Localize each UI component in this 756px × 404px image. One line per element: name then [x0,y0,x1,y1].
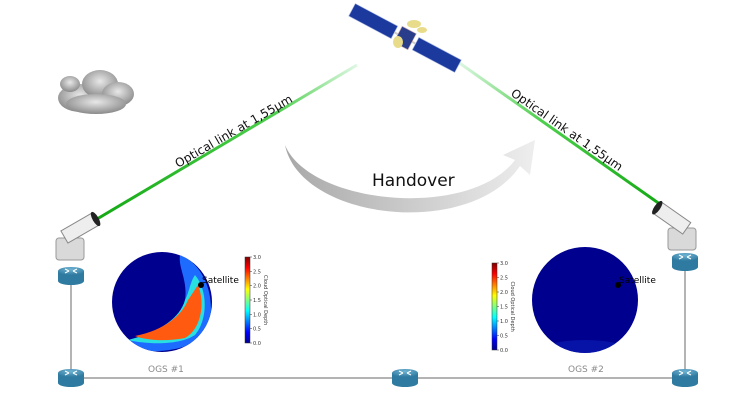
network-links [70,270,686,379]
router-icon [392,369,418,387]
colorbar-tick-label: 2.0 [500,290,508,296]
handover-label: Handover [372,171,455,191]
satellite-marker-label: Satellite [619,276,656,286]
colorbar-tick-label: 0.5 [500,334,508,340]
telescope-icon-right [652,200,697,251]
optical-link-left [91,63,358,224]
colorbar-tick-label: 2.5 [253,269,261,275]
colorbar-tick-label: 1.5 [253,298,261,304]
colorbar-tick-label: 0.0 [253,341,261,347]
colorbar-tick-label: 0.5 [253,327,261,333]
colorbar-tick-label: 3.0 [500,261,508,267]
router-icon [58,267,84,285]
sky-map-ogs1: Satellite [112,252,239,352]
ogs1-label: OGS #1 [148,365,184,375]
colorbar-gradient [491,262,498,351]
colorbar-tick-label: 1.5 [500,305,508,311]
routers [58,253,698,387]
colorbar-title: Cloud Optical Depth [509,282,515,332]
left-link-label: Optical link at 1,55µm [173,92,295,171]
ogs2-label: OGS #2 [568,365,604,375]
colorbar-tick-label: 2.0 [253,284,261,290]
telescope-icon-left [55,211,101,261]
cloud-icon [58,70,134,114]
router-icon [672,253,698,271]
colorbar-tick-label: 0.0 [500,348,508,354]
satellite-marker-label: Satellite [202,276,239,286]
handover-arrow [285,140,535,213]
router-icon [58,369,84,387]
colorbar-tick-label: 1.0 [500,319,508,325]
colorbar-tick-label: 3.0 [253,255,261,261]
satellite-icon [348,3,462,73]
colorbar-gradient [244,256,251,344]
sky-map-ogs2: Satellite [532,247,656,353]
colorbar-tick-label: 2.5 [500,276,508,282]
router-icon [672,369,698,387]
colorbar-title: Cloud Optical Depth [262,275,268,325]
colorbar-tick-label: 1.0 [253,312,261,318]
optical-link-right [457,60,665,209]
